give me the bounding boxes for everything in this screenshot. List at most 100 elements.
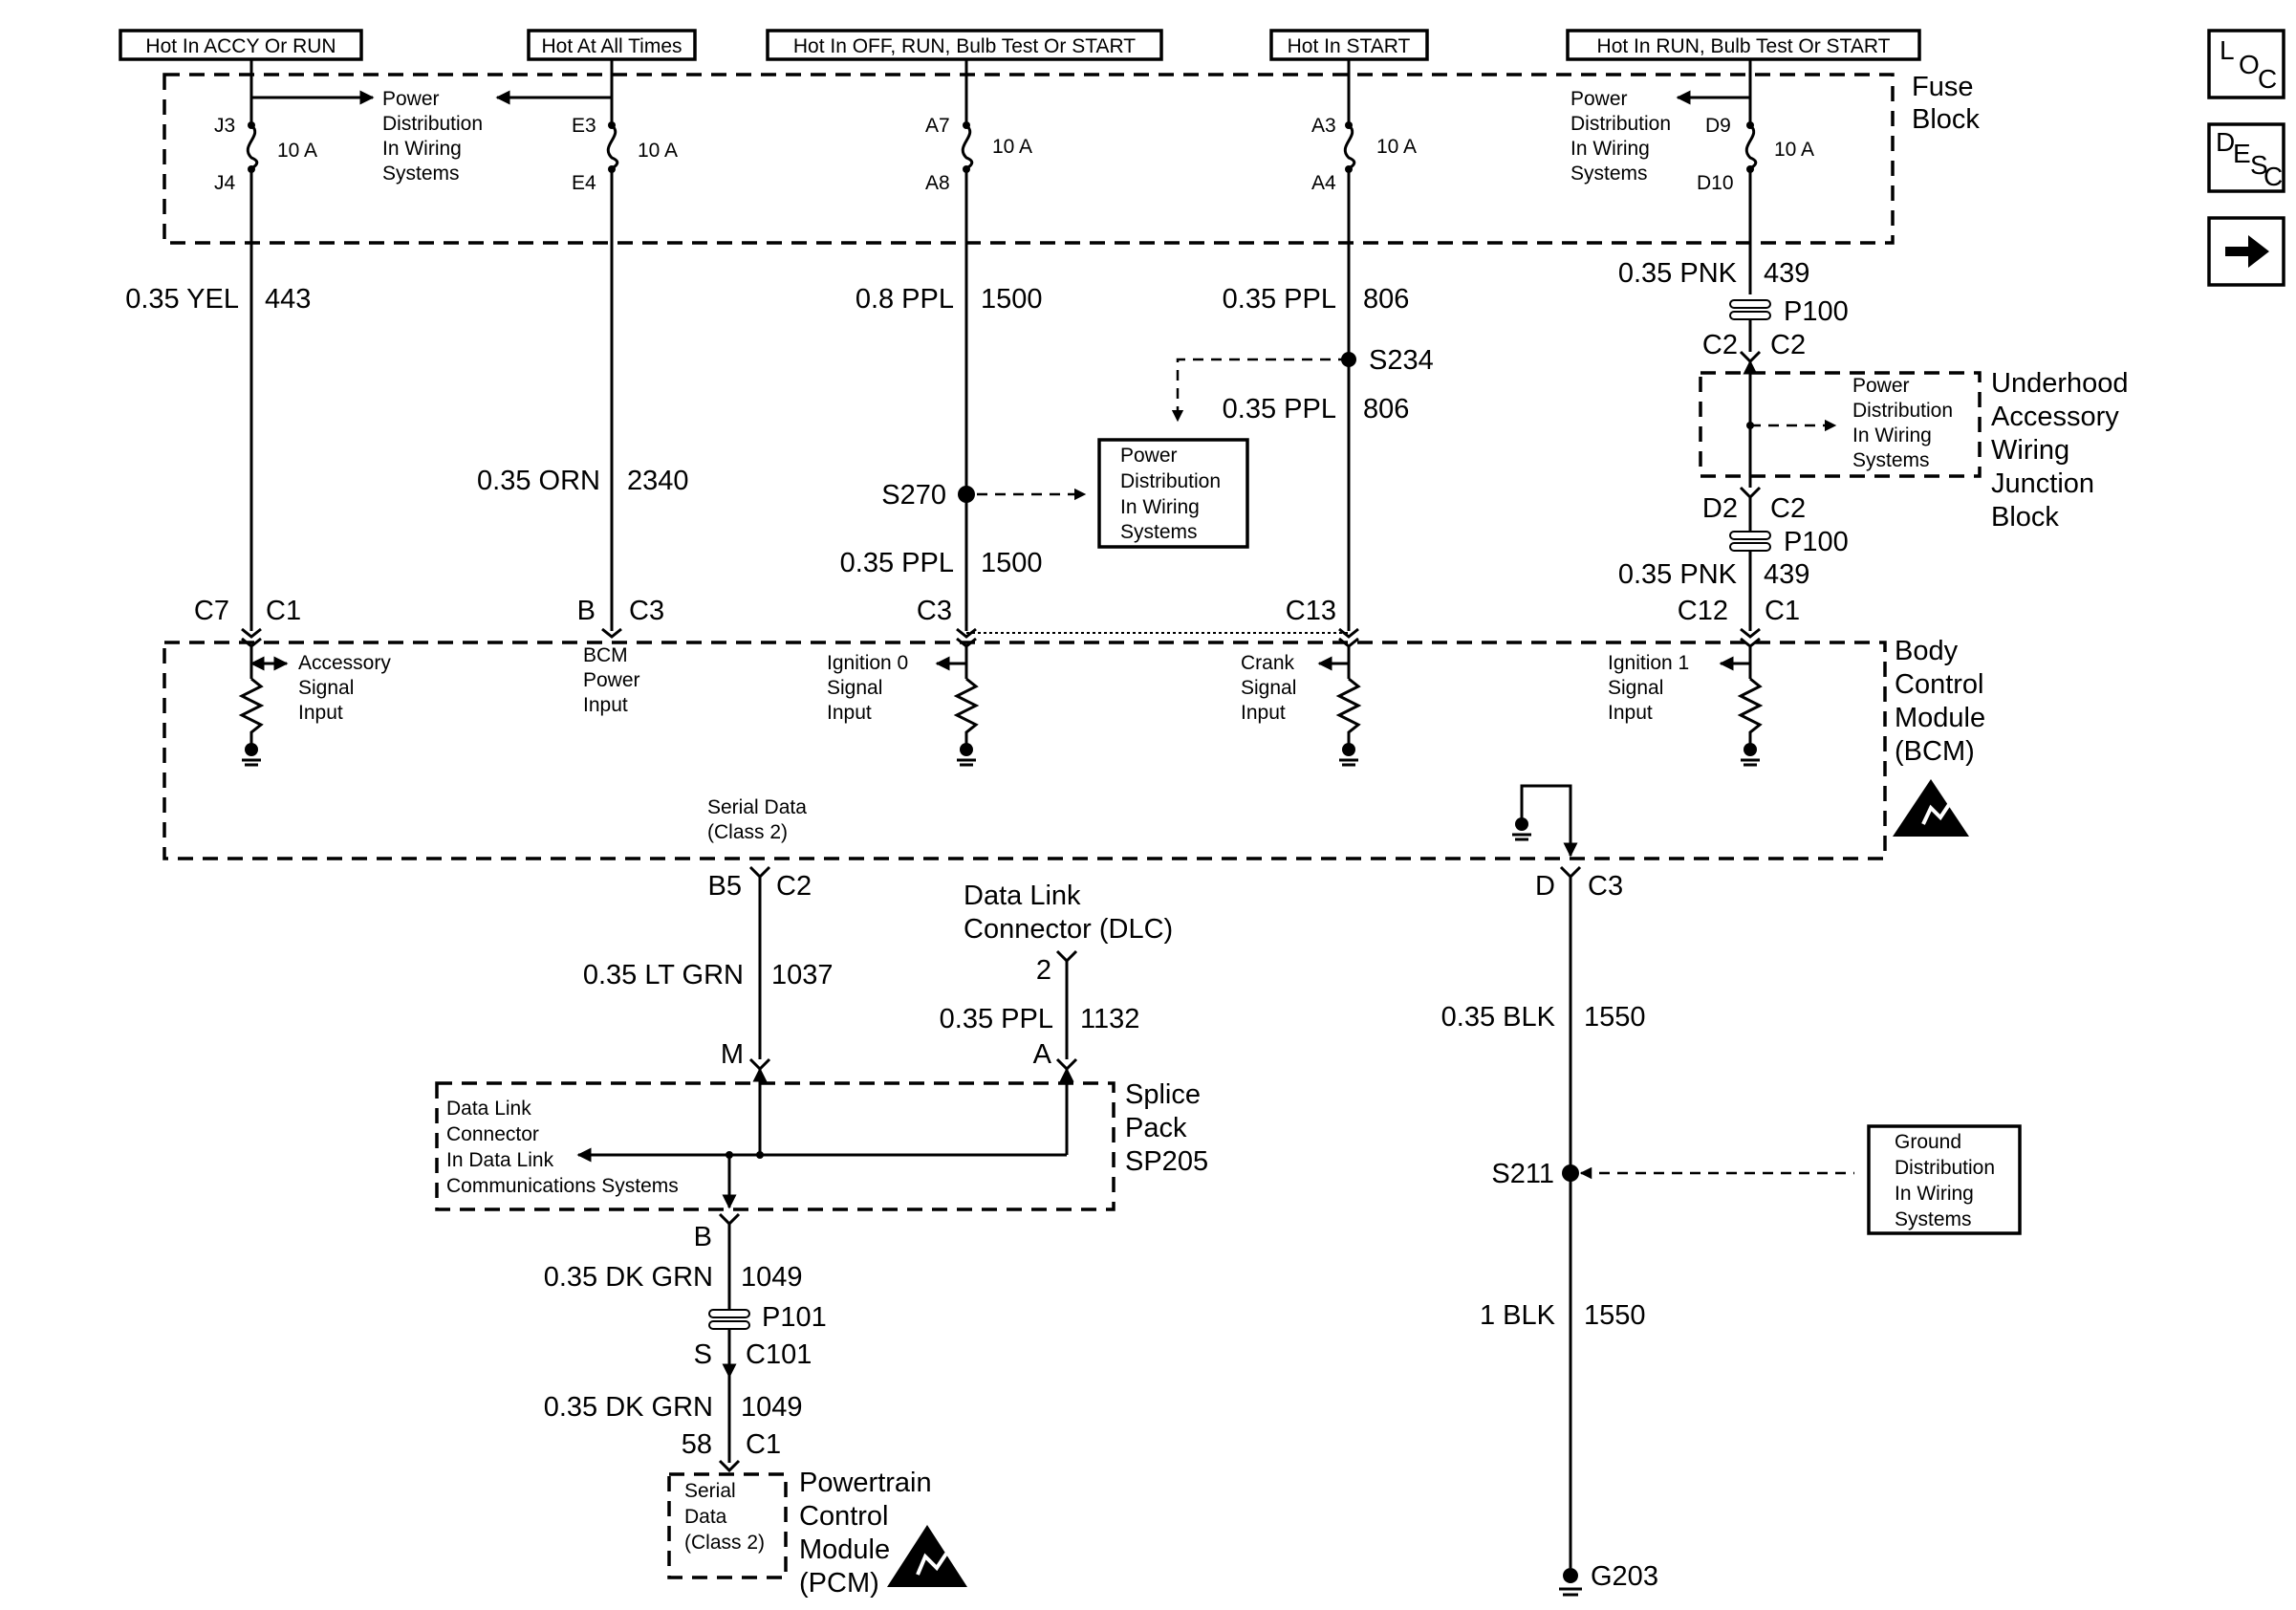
svg-text:J4: J4 [214,172,236,194]
svg-text:Connector: Connector [446,1123,539,1145]
desc-button[interactable]: D E S C [2207,122,2285,193]
svg-text:Hot In OFF, RUN, Bulb Test Or: Hot In OFF, RUN, Bulb Test Or START [793,35,1136,57]
bcm-outline [162,641,1887,860]
svg-text:Systems: Systems [382,163,460,185]
svg-text:Input: Input [298,702,343,724]
wire-1132-number: 1132 [1080,1004,1139,1034]
wire-2340-number: 2340 [627,466,689,496]
wire-2340-color: 0.35 ORN [477,466,600,496]
svg-text:Distribution: Distribution [1895,1157,1995,1179]
svg-text:P100: P100 [1784,527,1849,557]
svg-text:Data: Data [684,1506,727,1528]
wire-1550-lower-number: 1550 [1584,1300,1646,1331]
wire-1049-lower-number: 1049 [741,1392,803,1423]
fuse-block-label-2: Block [1912,104,1980,135]
splice-s270-label: S270 [881,480,946,511]
svg-text:E3: E3 [572,115,596,137]
data-link-connector-ref: Data Link Connector In Data Link Communi… [446,1098,679,1197]
connector-p100-bottom: P100 [1729,527,1849,557]
svg-text:Distribution: Distribution [1120,470,1221,492]
svg-text:Input: Input [583,694,628,716]
splice-s234-label: S234 [1369,345,1434,376]
svg-text:A4: A4 [1311,172,1336,194]
d2-pin-label: D2 [1702,493,1738,524]
splice-pack-label: Splice Pack SP205 [1125,1079,1208,1177]
svg-text:10 A: 10 A [1774,139,1814,161]
power-distribution-ref: Power Distribution In Wiring Systems [382,88,483,185]
svg-text:J3: J3 [214,115,235,137]
svg-text:10 A: 10 A [277,140,317,162]
wire-1037-color: 0.35 LT GRN [583,960,744,990]
pcm-serial-data: Serial Data (Class 2) [684,1480,765,1554]
svg-text:Pack: Pack [1125,1113,1187,1143]
svg-text:Wiring: Wiring [1991,435,2069,466]
svg-text:10 A: 10 A [1376,136,1417,158]
svg-text:Splice: Splice [1125,1079,1201,1110]
bcm-conn-c3: C3 [629,596,664,626]
svg-text:O: O [2239,50,2260,79]
bcm-power-input: BCM Power Input [583,627,640,716]
bcm-conn-c3-gnd: C3 [1588,871,1623,902]
wire-439-color: 0.35 PNK [1618,258,1738,289]
svg-text:(Class 2): (Class 2) [684,1532,765,1554]
c2-pin-label: C2 [1702,330,1738,360]
svg-text:(Class 2): (Class 2) [707,821,788,843]
svg-text:Signal: Signal [298,677,354,699]
bcm-conn-c2: C2 [776,871,812,902]
fuse-d9-d10: D9 D10 10 A [1697,115,1814,294]
ground-g203: G203 [1559,1561,1658,1597]
svg-text:Block: Block [1991,502,2059,533]
pcm-pin-58: 58 [682,1429,712,1460]
pcm-outline [667,1472,788,1579]
svg-text:E: E [2233,139,2251,168]
bcm-pin-b: B [577,596,596,626]
wire-1049-color: 0.35 DK GRN [544,1262,713,1293]
junction-block-label: Underhood Accessory Wiring Junction Bloc… [1991,368,2129,533]
splice-s270-dot [958,486,975,503]
arrow-right-icon [2225,235,2269,268]
svg-text:Accessory: Accessory [298,652,391,674]
svg-text:Ground: Ground [1895,1131,1961,1153]
bcm-pin-d: D [1535,871,1555,902]
svg-text:Systems: Systems [1570,163,1648,185]
wire-439-lower-number: 439 [1764,559,1809,590]
wire-1550-number: 1550 [1584,1002,1646,1033]
wire-1500-lower-number: 1500 [981,548,1043,578]
bcm-label: Body Control Module (BCM) [1895,636,1985,767]
power-distribution-ref-2: Power Distribution In Wiring Systems [1570,88,1671,185]
c2-lower-connector-label: C2 [1770,493,1806,524]
splice-s211-dot [1562,1164,1579,1182]
svg-text:C: C [2258,64,2277,94]
svg-text:Signal: Signal [1241,677,1296,699]
svg-text:Serial Data: Serial Data [707,796,807,818]
wire-1550-lower-color: 1 BLK [1480,1300,1556,1331]
bcm-conn-c13: C13 [1286,596,1336,626]
svg-text:Serial: Serial [684,1480,736,1502]
wire-1500-color: 0.8 PPL [856,284,954,315]
svg-text:(PCM): (PCM) [799,1568,879,1599]
svg-text:Module: Module [1895,703,1985,733]
power-distribution-box: Power Distribution In Wiring Systems [1097,438,1249,549]
wire-1132-color: 0.35 PPL [940,1004,1053,1034]
svg-text:Hot In RUN, Bulb Test Or START: Hot In RUN, Bulb Test Or START [1597,35,1891,57]
svg-text:In Data Link: In Data Link [446,1149,554,1171]
wire-1550-color: 0.35 BLK [1441,1002,1556,1033]
loc-button[interactable]: L O C [2207,29,2285,99]
svg-text:In Wiring: In Wiring [1120,496,1200,518]
header-all-times: Hot At All Times [527,29,697,61]
svg-text:A8: A8 [925,172,950,194]
wire-443-number: 443 [265,284,311,315]
ground-distribution-box: Ground Distribution In Wiring Systems [1867,1124,2022,1235]
bcm-accessory-input: Accessory Signal Input [238,627,391,767]
svg-text:Systems: Systems [1895,1208,1972,1230]
next-arrow-button[interactable] [2207,216,2285,287]
wire-806-lower-color: 0.35 PPL [1223,394,1336,424]
svg-text:Power: Power [1852,375,1910,397]
p101-conn-c101: C101 [746,1339,812,1370]
svg-text:C: C [2264,162,2283,191]
svg-text:In Wiring: In Wiring [1852,424,1932,446]
dlc-pin-2: 2 [1036,955,1051,986]
splice-pack-outline [435,1081,1116,1211]
pcm-label: Powertrain Control Module (PCM) [799,1468,932,1599]
svg-text:Systems: Systems [1852,449,1930,471]
